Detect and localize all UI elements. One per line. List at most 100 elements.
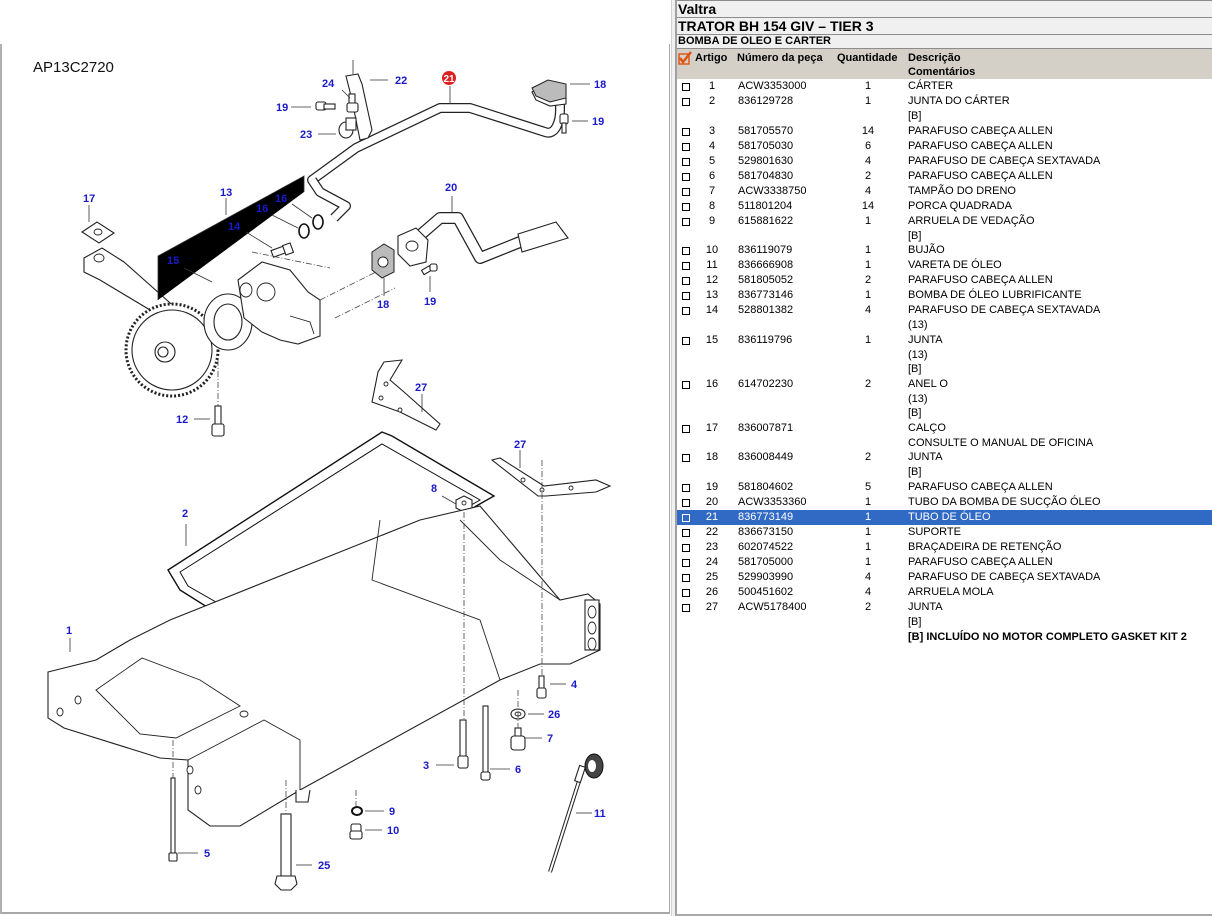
callout-20: 20 (445, 182, 457, 194)
row-checkbox[interactable] (682, 558, 690, 567)
quantity-cell: 1 (864, 333, 872, 346)
row-checkbox[interactable] (682, 142, 690, 151)
row-checkbox[interactable] (682, 603, 690, 612)
part-5-bolt[interactable] (168, 777, 178, 862)
row-checkbox[interactable] (682, 292, 690, 300)
row-checkbox[interactable] (682, 528, 690, 537)
part-18-gasket-upper[interactable] (531, 79, 567, 103)
article-cell: 7 (708, 184, 716, 197)
pane-splitter[interactable] (671, 0, 675, 916)
row-checkbox[interactable] (682, 454, 690, 462)
row-checkbox[interactable] (682, 187, 690, 196)
part-16-o-rings[interactable] (298, 214, 324, 239)
quantity-cell: 1 (864, 259, 872, 271)
part-7-drain-plug[interactable] (510, 727, 526, 751)
row-checkbox[interactable] (682, 98, 690, 106)
row-checkbox[interactable] (682, 483, 690, 492)
row-checkbox[interactable] (682, 127, 690, 136)
row-checkbox[interactable] (682, 247, 690, 255)
row-checkbox[interactable] (682, 83, 690, 91)
row-checkbox[interactable] (682, 157, 690, 166)
callout-13: 13 (220, 187, 232, 199)
comment-line: [B] (908, 615, 922, 628)
part-14-bolt[interactable] (270, 242, 295, 258)
part-1-oil-sump[interactable] (47, 505, 601, 827)
quantity-cell: 4 (864, 154, 872, 167)
description-cell: JUNTA (908, 333, 943, 346)
part-20-suction-tube[interactable] (397, 212, 569, 267)
part-6-bolt[interactable] (480, 705, 491, 781)
row-checkbox[interactable] (682, 424, 690, 433)
part-19-bolt-right[interactable] (559, 113, 569, 134)
part-27-gasket-left[interactable] (371, 359, 441, 431)
row-checkbox[interactable] (682, 217, 690, 226)
column-quantity[interactable]: Quantidade (837, 52, 898, 64)
part-18-gasket-lower[interactable] (371, 243, 395, 279)
part-12-bolt[interactable] (211, 360, 225, 437)
row-checkbox[interactable] (682, 543, 690, 552)
row-checkbox[interactable] (682, 307, 690, 315)
row-checkbox[interactable] (682, 336, 690, 345)
row-checkbox[interactable] (682, 202, 690, 211)
column-part-number[interactable]: Número da peça (737, 52, 823, 64)
quantity-cell: 1 (864, 214, 872, 227)
column-description[interactable]: Descrição (908, 52, 961, 64)
footnote: [B] INCLUÍDO NO MOTOR COMPLETO GASKET KI… (908, 631, 1187, 643)
part-19-bolt-upper[interactable] (315, 101, 336, 111)
part-24-bolt[interactable] (346, 93, 359, 113)
part-11-dipstick[interactable] (548, 753, 604, 873)
exploded-parts-diagram[interactable]: 1 2 3 4 5 6 7 8 9 10 11 12 13 14 (0, 0, 670, 916)
part-23-clamp[interactable] (338, 117, 357, 139)
column-article[interactable]: Artigo (695, 52, 728, 64)
article-cell: 10 (705, 244, 719, 256)
row-checkbox[interactable] (682, 277, 690, 285)
part-27-gasket-right[interactable] (490, 457, 612, 497)
callout-2: 2 (182, 508, 188, 520)
part-17-shim[interactable] (80, 205, 116, 244)
part-3-bolt[interactable] (457, 719, 469, 769)
callout-16a: 16 (256, 203, 268, 215)
part-15-gasket[interactable] (203, 293, 253, 351)
row-checkbox[interactable] (682, 498, 690, 507)
row-checkbox[interactable] (682, 588, 690, 597)
part-9-sealing-washer[interactable] (351, 806, 363, 816)
row-checkbox[interactable] (682, 172, 690, 181)
check-all-icon[interactable] (678, 51, 692, 65)
row-checkbox[interactable] (682, 513, 690, 522)
row-checkbox[interactable] (682, 380, 690, 389)
part-19-bolt-lower[interactable] (420, 263, 438, 276)
row-checkbox[interactable] (682, 573, 690, 582)
part-10-plug[interactable] (349, 823, 363, 840)
part-25-bolt[interactable] (274, 813, 298, 891)
part-4-bolt[interactable] (536, 675, 547, 699)
row-checkbox[interactable] (682, 262, 690, 270)
part-13-oil-pump[interactable] (237, 261, 321, 345)
